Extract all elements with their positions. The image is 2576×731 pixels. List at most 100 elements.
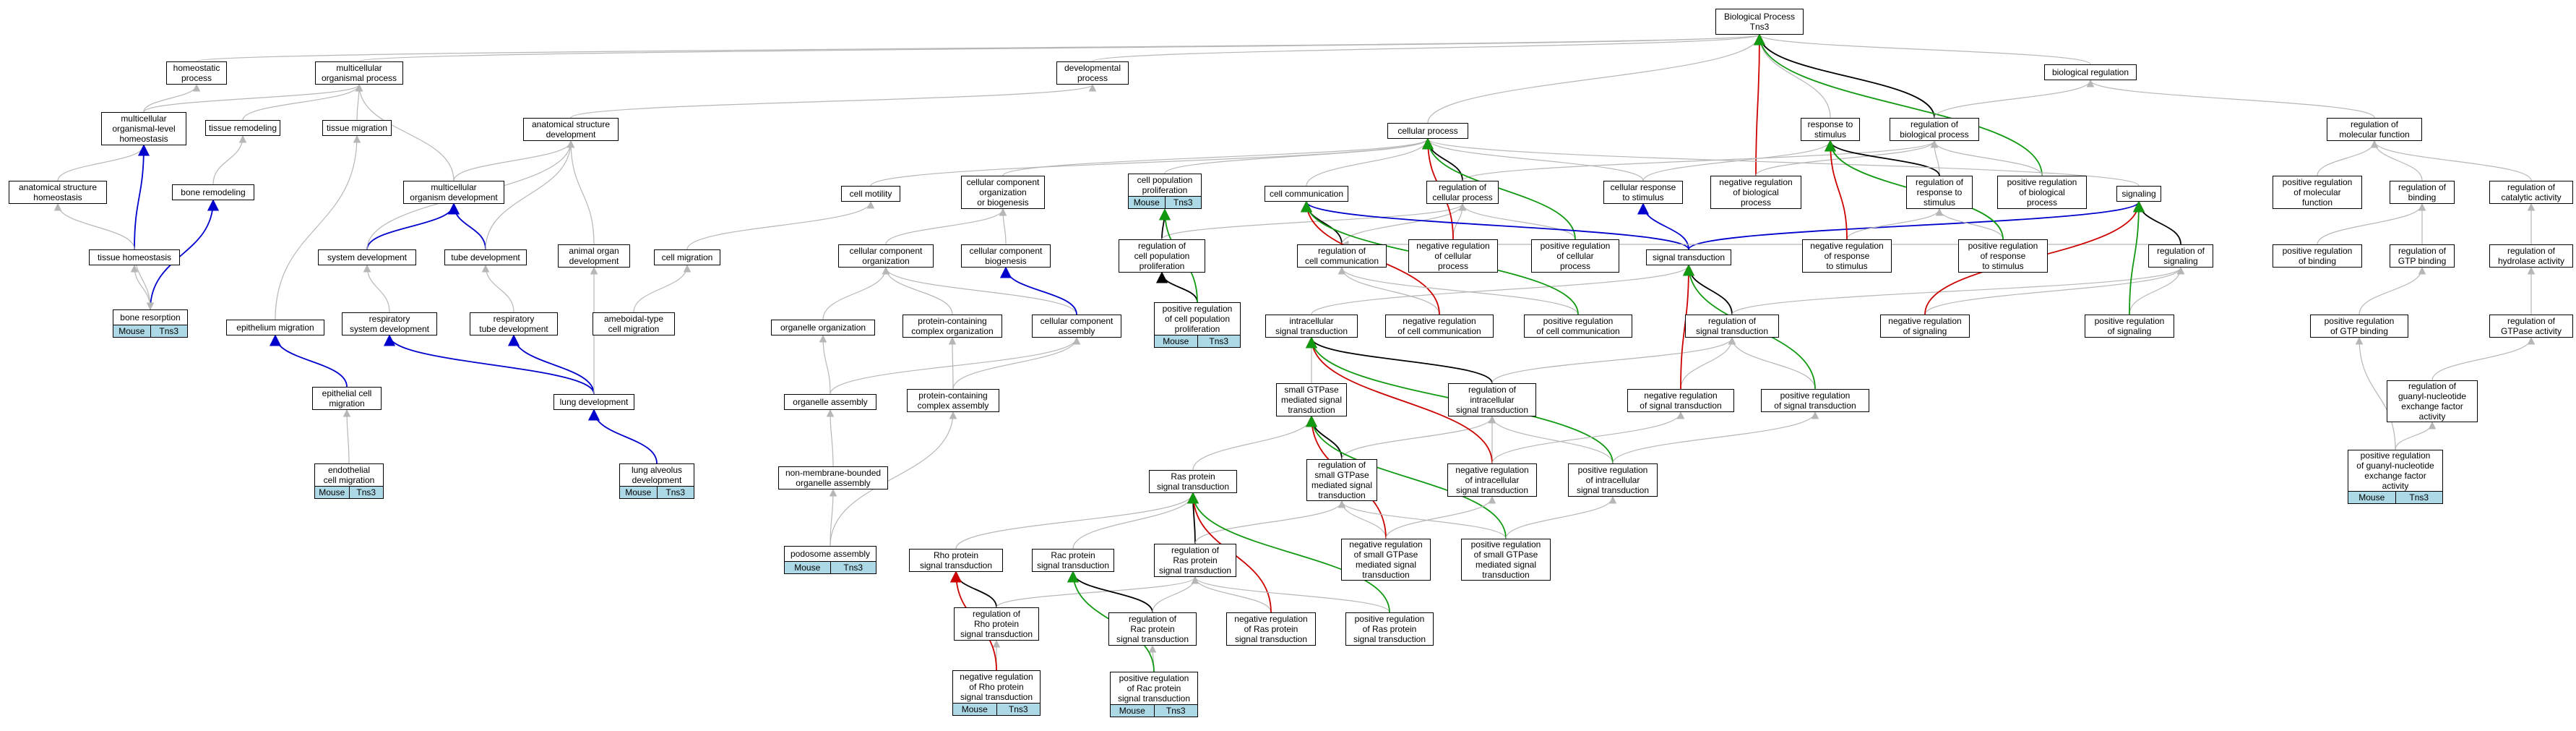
go-term-cc-org[interactable]: cellular component organization [838, 244, 934, 268]
go-term-cell-comm[interactable]: cell communication [1265, 186, 1348, 202]
go-term-reg-binding[interactable]: regulation of binding [2390, 181, 2455, 204]
go-term-cpp[interactable]: cell population proliferation [1128, 174, 1202, 197]
go-term-cell-proc[interactable]: cellular process [1387, 123, 1468, 139]
go-term-bone-resorption[interactable]: bone resorption [113, 309, 188, 325]
go-term-pos-reg-resp[interactable]: positive regulation of response to stimu… [1958, 239, 2048, 273]
go-term-tube-dev[interactable]: tube development [444, 249, 527, 265]
go-term-reg-gtp-binding[interactable]: regulation of GTP binding [2390, 244, 2455, 268]
go-term-pos-reg-cpp[interactable]: positive regulation of cell population p… [1154, 302, 1241, 335]
go-term-reg-cell-comm[interactable]: regulation of cell communication [1297, 244, 1387, 268]
go-term-homeostatic[interactable]: homeostatic process [166, 61, 227, 85]
go-term-resp-tube-dev[interactable]: respiratory tube development [470, 312, 558, 335]
go-term-neg-reg-sgmst[interactable]: negative regulation of small GTPase medi… [1341, 539, 1431, 581]
go-term-reg-hydrolase[interactable]: regulation of hydrolase activity [2489, 244, 2573, 268]
annotation-gene: Tns3 [1197, 335, 1241, 347]
go-term-pos-reg-bio[interactable]: positive regulation of biological proces… [1997, 176, 2087, 209]
go-term-multi-org-dev[interactable]: multicellular organism development [403, 181, 504, 204]
go-term-pos-reg-mol[interactable]: positive regulation of molecular functio… [2273, 176, 2362, 209]
edge-is_a-pcc_org-to-cc_org [882, 266, 953, 315]
go-term-reg-signaling[interactable]: regulation of signaling [2148, 244, 2213, 268]
go-term-organelle-assembly[interactable]: organelle assembly [784, 394, 876, 410]
go-term-pos-reg-rac[interactable]: positive regulation of Rac protein signa… [1110, 672, 1198, 705]
go-term-pos-reg-intra[interactable]: positive regulation of intracellular sig… [1568, 463, 1658, 497]
go-term-intra-sig[interactable]: intracellular signal transduction [1265, 315, 1358, 338]
go-term-lung-alv[interactable]: lung alveolus development [619, 463, 694, 487]
go-term-epi-cell-mig[interactable]: epithelial cell migration [312, 387, 382, 410]
go-term-dev-proc[interactable]: developmental process [1056, 61, 1129, 85]
edge-is_a-multi_org-to-bp [358, 33, 1763, 62]
go-term-pos-reg-binding[interactable]: positive regulation of binding [2273, 244, 2362, 268]
go-term-neg-reg-bio[interactable]: negative regulation of biological proces… [1710, 176, 1801, 209]
go-term-pos-reg-gnef[interactable]: positive regulation of guanyl-nucleotide… [2348, 450, 2443, 492]
go-term-reg-sgmst[interactable]: regulation of small GTPase mediated sign… [1306, 459, 1377, 501]
go-term-neg-reg-cell-proc[interactable]: negative regulation of cellular process [1408, 239, 1498, 273]
go-term-resp-sys-dev[interactable]: respiratory system development [342, 312, 437, 335]
go-term-anat-dev[interactable]: anatomical structure development [523, 118, 619, 141]
go-term-pos-reg-ras[interactable]: positive regulation of Ras protein signa… [1345, 612, 1434, 646]
go-term-cc-bio[interactable]: cellular component biogenesis [961, 244, 1051, 268]
go-term-neg-reg-sig-trans[interactable]: negative regulation of signal transducti… [1627, 389, 1734, 412]
go-term-reg-rho[interactable]: regulation of Rho protein signal transdu… [954, 607, 1039, 641]
go-term-nmb-org-assembly[interactable]: non-membrane-bounded organelle assembly [778, 466, 888, 490]
go-term-ameboid[interactable]: ameboidal-type cell migration [593, 312, 675, 335]
go-term-cc-assembly[interactable]: cellular component assembly [1032, 315, 1121, 338]
go-term-neg-reg-ras[interactable]: negative regulation of Ras protein signa… [1226, 612, 1316, 646]
go-term-podosome[interactable]: podosome assembly [784, 546, 876, 562]
go-term-reg-ras[interactable]: regulation of Ras protein signal transdu… [1154, 544, 1236, 577]
go-term-neg-reg-rho[interactable]: negative regulation of Rho protein signa… [952, 670, 1041, 704]
go-term-rac-sig[interactable]: Rac protein signal transduction [1032, 549, 1114, 572]
go-term-bp[interactable]: Biological Process Tns3 [1715, 9, 1804, 35]
go-term-reg-resp-stim[interactable]: regulation of response to stimulus [1906, 176, 1973, 209]
go-term-anat-homeo[interactable]: anatomical structure homeostasis [9, 181, 107, 204]
go-term-cell-resp-stim[interactable]: cellular response to stimulus [1603, 181, 1683, 204]
go-term-multi-org[interactable]: multicellular organismal process [315, 61, 403, 85]
go-term-neg-reg-cell-comm[interactable]: negative regulation of cell communicatio… [1385, 315, 1494, 338]
edge-regulates-sig_trans-to-cell_resp_stim [1637, 202, 1689, 250]
go-term-tissue-mig[interactable]: tissue migration [322, 120, 392, 136]
go-term-neg-reg-intra[interactable]: negative regulation of intracellular sig… [1447, 463, 1537, 497]
go-term-cell-mig[interactable]: cell migration [654, 249, 720, 265]
go-term-lung-dev[interactable]: lung development [553, 394, 634, 410]
go-term-neg-reg-signaling[interactable]: negative regulation of signaling [1880, 315, 1970, 338]
go-term-neg-reg-resp[interactable]: negative regulation of response to stimu… [1802, 239, 1892, 273]
edge-is_a-pos_reg_gnef-to-reg_gnef [2395, 421, 2437, 450]
go-term-reg-mol[interactable]: regulation of molecular function [2327, 118, 2422, 141]
go-term-tissue-remod[interactable]: tissue remodeling [205, 120, 280, 136]
go-term-ccob[interactable]: cellular component organization or bioge… [961, 176, 1045, 209]
go-term-organelle-org[interactable]: organelle organization [771, 320, 875, 335]
edge-is_a-cell_resp_stim-to-cell_proc [1423, 137, 1644, 181]
go-term-cell-motility[interactable]: cell motility [841, 186, 900, 202]
go-term-pos-reg-signaling[interactable]: positive regulation of signaling [2085, 315, 2174, 338]
go-term-reg-cat[interactable]: regulation of catalytic activity [2489, 181, 2573, 204]
go-term-resp-stim[interactable]: response to stimulus [1801, 118, 1860, 141]
go-term-reg-cpp[interactable]: regulation of cell population proliferat… [1119, 239, 1205, 273]
go-term-animal-organ[interactable]: animal organ development [558, 244, 630, 268]
go-term-bone-remod[interactable]: bone remodeling [172, 184, 254, 200]
go-term-multi-homeo[interactable]: multicellular organismal-level homeostas… [101, 112, 186, 145]
go-term-sig-trans[interactable]: signal transduction [1646, 249, 1731, 265]
go-term-endo-mig[interactable]: endothelial cell migration [314, 463, 384, 487]
go-term-reg-gnef[interactable]: regulation of guanyl-nucleotide exchange… [2387, 380, 2478, 422]
go-term-ras-sig[interactable]: Ras protein signal transduction [1149, 470, 1237, 493]
go-term-sys-dev[interactable]: system development [318, 249, 416, 265]
go-term-epi-mig[interactable]: epithelium migration [226, 320, 324, 335]
go-term-pos-reg-cell-comm[interactable]: positive regulation of cell communicatio… [1524, 315, 1632, 338]
go-term-pos-reg-cell-proc[interactable]: positive regulation of cellular process [1531, 239, 1619, 273]
go-term-reg-intra[interactable]: regulation of intracellular signal trans… [1448, 383, 1536, 416]
go-term-reg-rac[interactable]: regulation of Rac protein signal transdu… [1108, 612, 1197, 646]
go-term-reg-cell-proc[interactable]: regulation of cellular process [1426, 181, 1499, 204]
go-term-pcc-org[interactable]: protein-containing complex organization [903, 315, 1002, 338]
go-term-pcc-assembly[interactable]: protein-containing complex assembly [907, 389, 999, 412]
go-term-rho-sig[interactable]: Rho protein signal transduction [909, 549, 1003, 572]
go-term-pos-reg-sgmst[interactable]: positive regulation of small GTPase medi… [1461, 539, 1551, 581]
go-term-tissue-homeo[interactable]: tissue homeostasis [89, 249, 180, 265]
go-term-reg-sig-trans[interactable]: regulation of signal transduction [1685, 315, 1779, 338]
go-term-signaling[interactable]: signaling [2116, 186, 2161, 202]
go-term-bio-reg[interactable]: biological regulation [2044, 64, 2137, 80]
go-term-pos-reg-sig-trans[interactable]: positive regulation of signal transducti… [1761, 389, 1869, 412]
go-term-reg-gtpase[interactable]: regulation of GTPase activity [2489, 315, 2573, 338]
go-term-pos-reg-gtp-binding[interactable]: positive regulation of GTP binding [2310, 315, 2408, 338]
go-term-small-gtpase[interactable]: small GTPase mediated signal transductio… [1276, 383, 1347, 416]
go-term-reg-bio[interactable]: regulation of biological process [1890, 118, 1979, 141]
